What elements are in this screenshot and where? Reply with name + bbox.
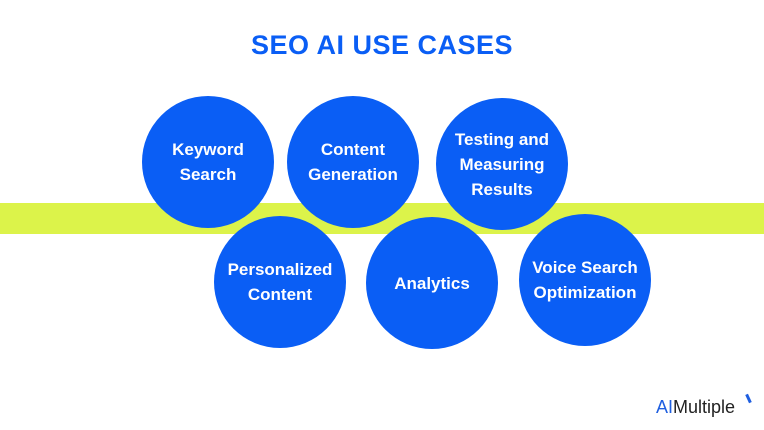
logo-multiple: Multiple <box>673 397 736 417</box>
use-case-content-generation: Content Generation <box>287 96 419 228</box>
aimultiple-logo: AIMultiple <box>656 397 735 418</box>
use-case-keyword-search: Keyword Search <box>142 96 274 228</box>
logo-mark-icon <box>745 393 752 404</box>
use-case-analytics: Analytics <box>366 217 498 349</box>
page-title: SEO AI USE CASES <box>250 30 514 60</box>
use-case-personalized-content: Personalized Content <box>214 216 346 348</box>
use-case-voice-search: Voice Search Optimization <box>519 214 651 346</box>
logo-ai: AI <box>656 397 674 417</box>
use-case-testing-measuring: Testing and Measuring Results <box>436 98 568 230</box>
